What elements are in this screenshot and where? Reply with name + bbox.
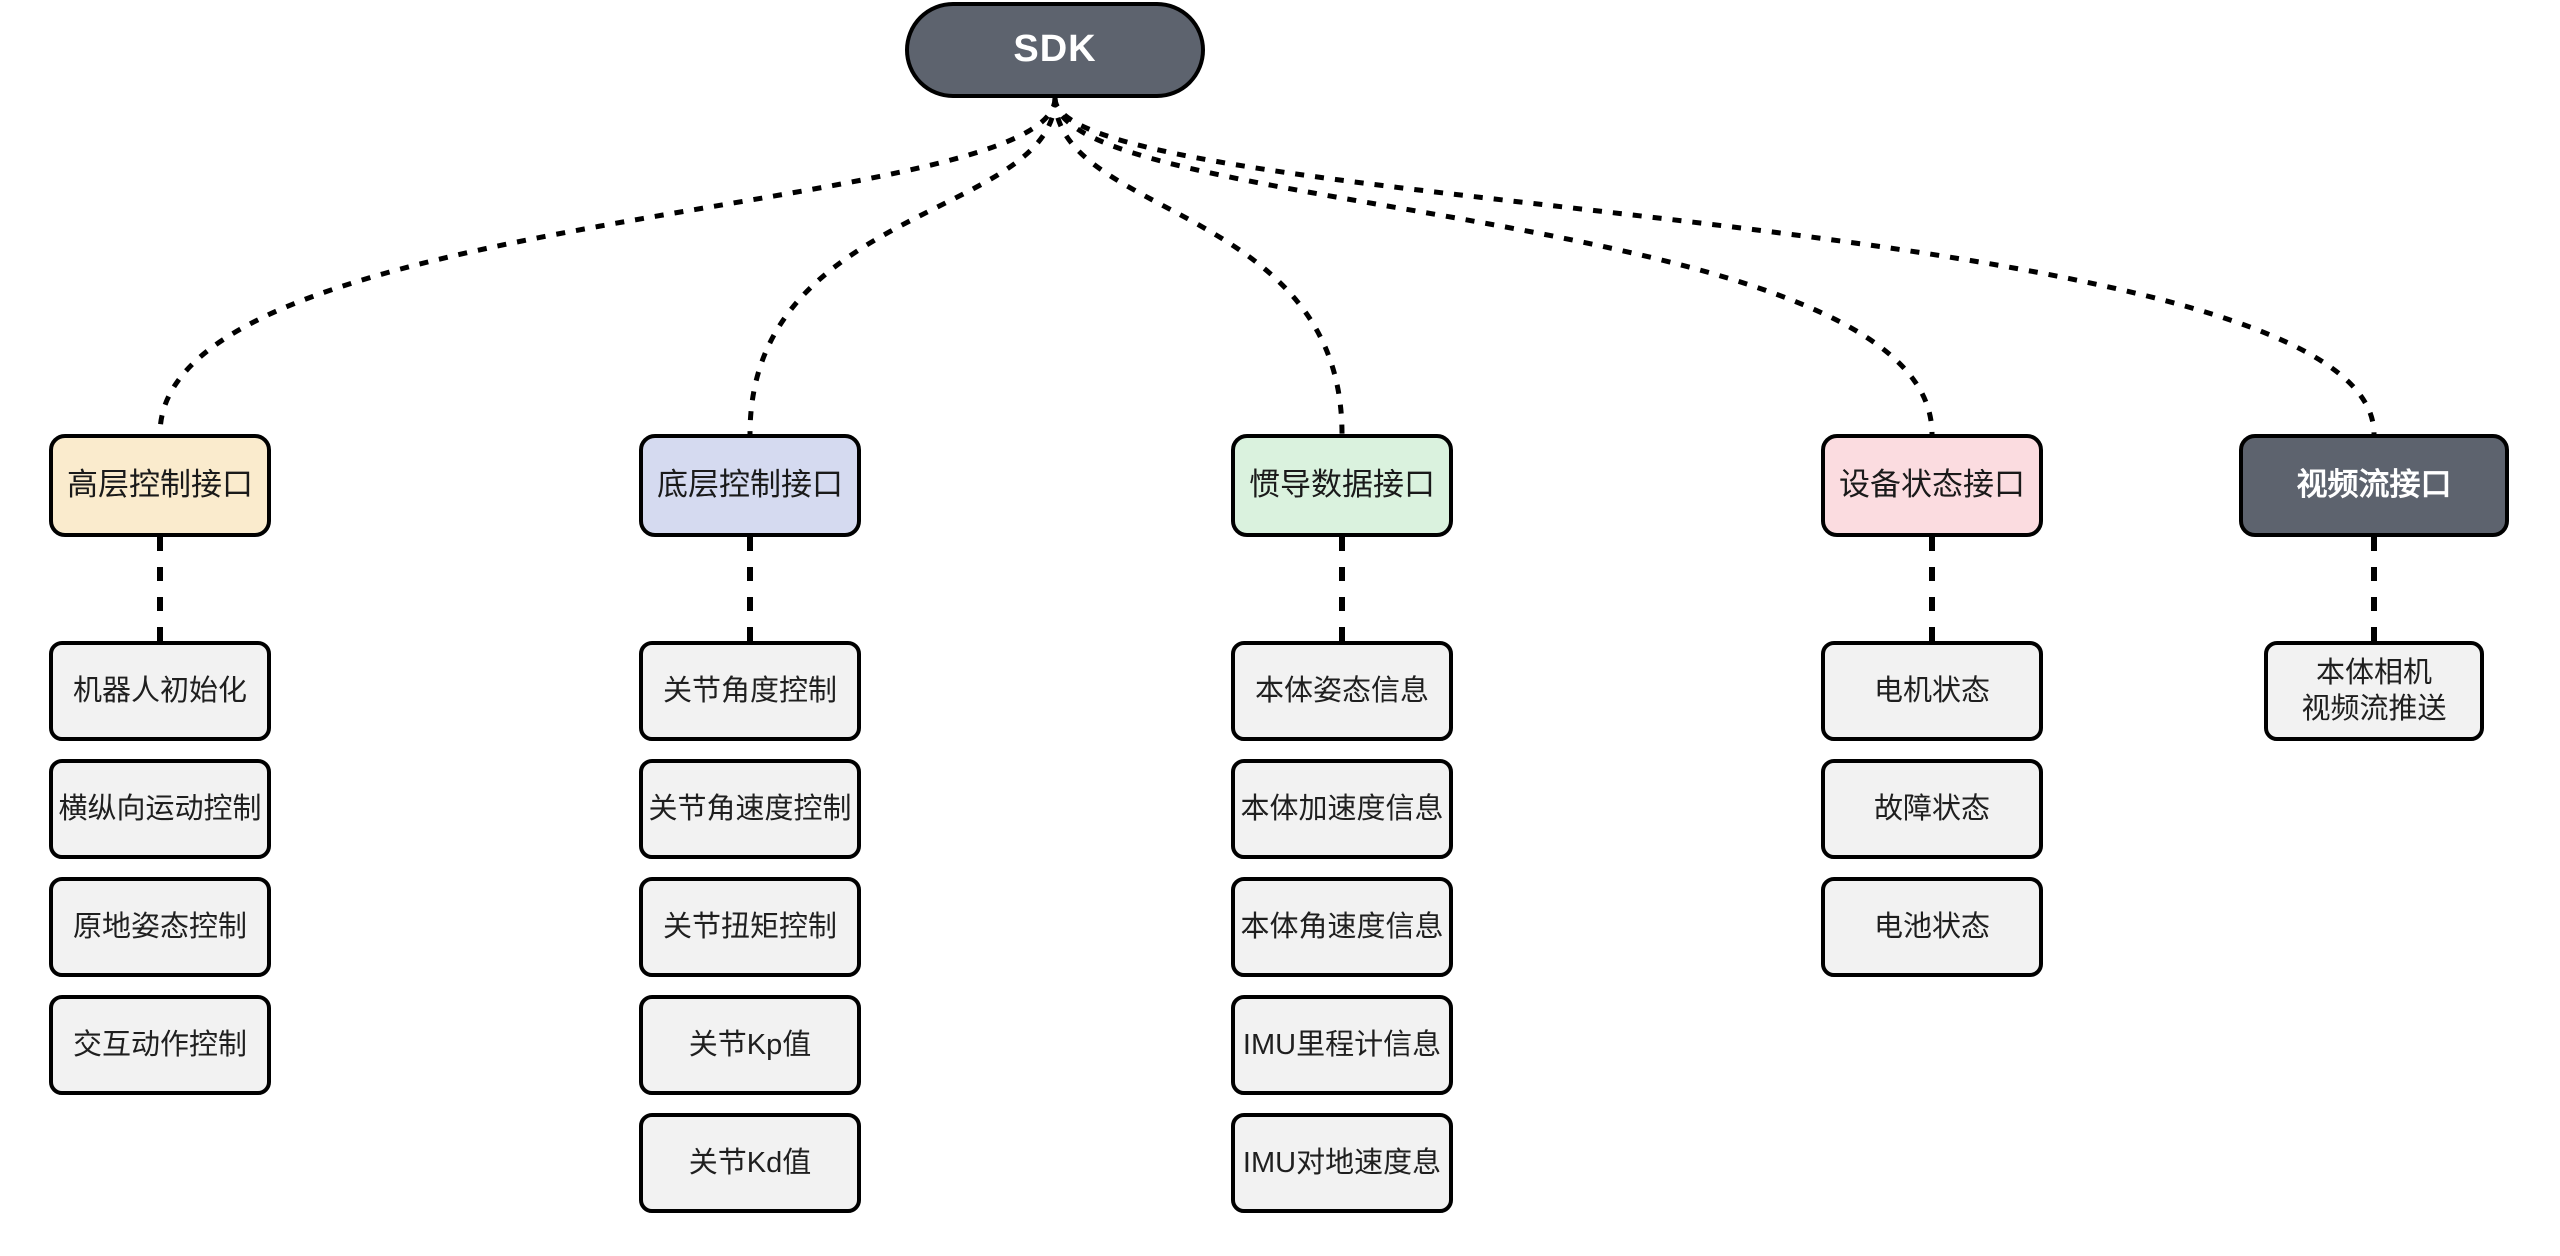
leaf-node-low-level-control-3-label: 关节Kp值 [688, 1028, 812, 1061]
leaf-node-device-status-2[interactable]: 电池状态 [1821, 877, 2043, 977]
leaf-node-high-level-control-0[interactable]: 机器人初始化 [49, 641, 271, 741]
leaf-node-imu-data-0[interactable]: 本体姿态信息 [1231, 641, 1453, 741]
leaf-node-device-status-1[interactable]: 故障状态 [1821, 759, 2043, 859]
interface-node-high-level-control[interactable]: 高层控制接口 [49, 434, 271, 537]
leaf-node-device-status-1-label: 故障状态 [1873, 792, 1990, 825]
interface-node-video-stream[interactable]: 视频流接口 [2239, 434, 2509, 537]
interface-node-device-status[interactable]: 设备状态接口 [1821, 434, 2043, 537]
leaf-node-imu-data-4-label: IMU对地速度息 [1242, 1146, 1442, 1179]
leaf-node-device-status-0[interactable]: 电机状态 [1821, 641, 2043, 741]
leaf-node-video-stream-0-label: 本体相机 视频流推送 [2301, 656, 2447, 725]
leaf-node-imu-data-0-label: 本体姿态信息 [1254, 674, 1429, 707]
leaf-node-device-status-2-label: 电池状态 [1873, 910, 1990, 943]
leaf-node-high-level-control-3[interactable]: 交互动作控制 [49, 995, 271, 1095]
leaf-node-imu-data-1[interactable]: 本体加速度信息 [1231, 759, 1453, 859]
root-node-sdk-label: SDK [1013, 28, 1097, 71]
leaf-node-low-level-control-2[interactable]: 关节扭矩控制 [639, 877, 861, 977]
leaf-node-high-level-control-2-label: 原地姿态控制 [72, 910, 247, 943]
leaf-node-imu-data-2[interactable]: 本体角速度信息 [1231, 877, 1453, 977]
leaf-node-low-level-control-0[interactable]: 关节角度控制 [639, 641, 861, 741]
leaf-node-high-level-control-3-label: 交互动作控制 [72, 1028, 247, 1061]
leaf-node-low-level-control-4-label: 关节Kd值 [688, 1146, 812, 1179]
leaf-node-high-level-control-1[interactable]: 横纵向运动控制 [49, 759, 271, 859]
leaf-node-video-stream-0[interactable]: 本体相机 视频流推送 [2264, 641, 2484, 741]
interface-node-video-stream-label: 视频流接口 [2296, 467, 2452, 503]
leaf-node-imu-data-2-label: 本体角速度信息 [1240, 910, 1444, 943]
interface-node-imu-data[interactable]: 惯导数据接口 [1231, 434, 1453, 537]
leaf-node-high-level-control-2[interactable]: 原地姿态控制 [49, 877, 271, 977]
root-node-sdk[interactable]: SDK [905, 2, 1205, 98]
leaf-node-imu-data-1-label: 本体加速度信息 [1240, 792, 1444, 825]
interface-node-high-level-control-label: 高层控制接口 [67, 467, 253, 503]
leaf-node-imu-data-4[interactable]: IMU对地速度息 [1231, 1113, 1453, 1213]
leaf-node-low-level-control-1-label: 关节角速度控制 [648, 792, 852, 825]
leaf-node-low-level-control-0-label: 关节角度控制 [662, 674, 837, 707]
leaf-node-device-status-0-label: 电机状态 [1873, 674, 1990, 707]
leaf-node-high-level-control-1-label: 横纵向运动控制 [58, 792, 262, 825]
leaf-node-low-level-control-4[interactable]: 关节Kd值 [639, 1113, 861, 1213]
interface-node-low-level-control-label: 底层控制接口 [657, 467, 843, 503]
interface-node-imu-data-label: 惯导数据接口 [1249, 467, 1435, 503]
leaf-node-imu-data-3[interactable]: IMU里程计信息 [1231, 995, 1453, 1095]
interface-node-low-level-control[interactable]: 底层控制接口 [639, 434, 861, 537]
interface-node-device-status-label: 设备状态接口 [1839, 467, 2025, 503]
leaf-node-low-level-control-1[interactable]: 关节角速度控制 [639, 759, 861, 859]
leaf-node-low-level-control-3[interactable]: 关节Kp值 [639, 995, 861, 1095]
leaf-node-high-level-control-0-label: 机器人初始化 [72, 674, 247, 707]
leaf-node-low-level-control-2-label: 关节扭矩控制 [662, 910, 837, 943]
leaf-node-imu-data-3-label: IMU里程计信息 [1242, 1028, 1442, 1061]
